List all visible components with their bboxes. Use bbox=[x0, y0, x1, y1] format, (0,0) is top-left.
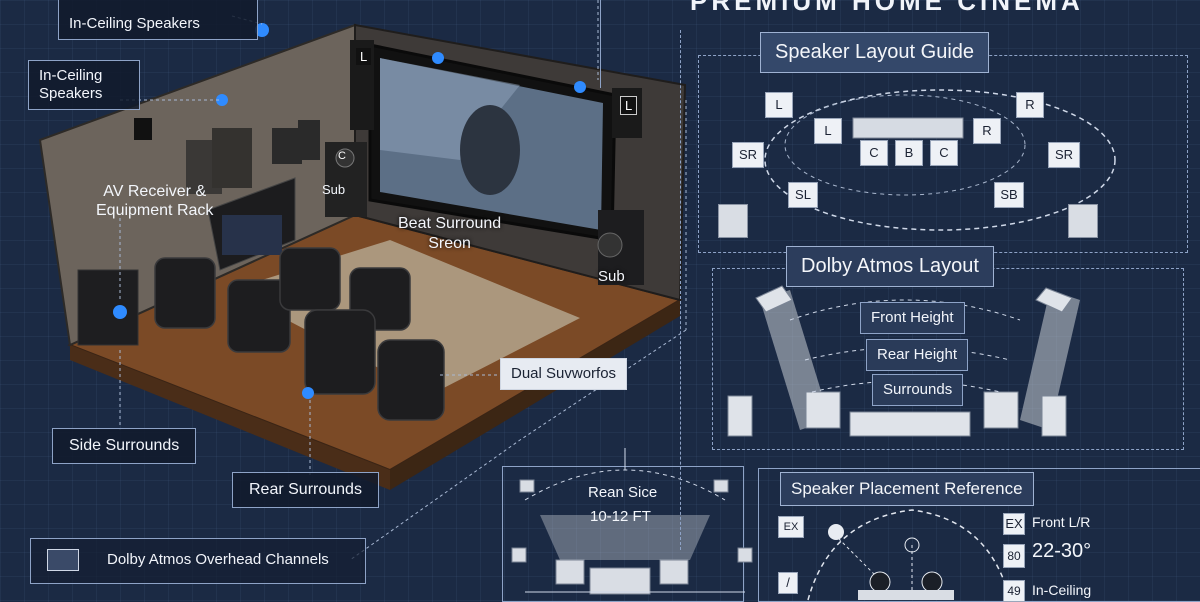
sub-right-label: Sub bbox=[598, 268, 625, 285]
rack-front-panel bbox=[222, 215, 282, 255]
chip-R-inner: R bbox=[973, 118, 1001, 144]
placement-key-side: / bbox=[778, 572, 798, 594]
page-title: PREMIUM HOME CINEMA bbox=[690, 0, 1084, 16]
wall-speaker-1 bbox=[272, 128, 302, 164]
top-frame-line bbox=[600, 0, 601, 88]
center-speaker-mark: C bbox=[338, 150, 346, 162]
floor-shading bbox=[70, 345, 390, 490]
chip-L-inner: L bbox=[814, 118, 842, 144]
wall-light-1 bbox=[134, 118, 152, 140]
placement-row-1-key: 80 bbox=[1003, 544, 1025, 568]
overhead-legend-text: Dolby Atmos Overhead Channels bbox=[107, 551, 329, 568]
leader-lines bbox=[119, 0, 687, 561]
right-frame-line bbox=[680, 30, 681, 550]
front-speaker-right-mark: L bbox=[620, 96, 638, 115]
surrounds-label: Surrounds bbox=[872, 374, 964, 406]
chip-L-outer: L bbox=[765, 92, 793, 118]
placement-key-0: EX bbox=[778, 516, 804, 538]
chip-SB: SB bbox=[994, 182, 1024, 208]
chip-C1: C bbox=[860, 140, 888, 166]
side-subwoofer bbox=[77, 269, 139, 346]
side-surrounds-label: Side Surrounds bbox=[52, 428, 197, 464]
chip-R-outer: R bbox=[1016, 92, 1044, 118]
speaker-layout-title: Speaker Layout Guide bbox=[760, 32, 990, 73]
chip-SR-right: SR bbox=[1048, 142, 1080, 168]
wall-panel-2 bbox=[212, 128, 252, 188]
theater-seating bbox=[154, 247, 445, 421]
overhead-legend-swatch bbox=[47, 549, 79, 571]
screen-highlight bbox=[380, 58, 520, 160]
beat-surround-label: Beat Surround Sreon bbox=[398, 215, 502, 252]
rear-size-distance: 10-12 FT bbox=[590, 508, 651, 525]
wall-speaker-2 bbox=[298, 120, 320, 160]
chip-SR-left: SR bbox=[732, 142, 764, 168]
dual-subwoofers-label: Dual Suvworfos bbox=[500, 358, 628, 390]
sub-left-label: Sub bbox=[322, 182, 346, 197]
dolby-layout-title: Dolby Atmos Layout bbox=[786, 246, 994, 287]
placement-row-0-text: Front L/R bbox=[1032, 514, 1091, 530]
placement-row-2-key: 49 bbox=[1003, 580, 1025, 602]
rear-height-label: Rear Height bbox=[866, 339, 969, 371]
placement-row-1-text: 22-30° bbox=[1032, 540, 1092, 562]
rear-size-title: Rean Sice bbox=[588, 484, 658, 501]
in-ceiling-speakers-top-label: In-Ceiling Speakers bbox=[58, 0, 258, 40]
front-speaker-left-mark: L bbox=[356, 48, 372, 65]
chip-SL: SL bbox=[788, 182, 818, 208]
chip-C2: C bbox=[930, 140, 958, 166]
rear-surrounds-label: Rear Surrounds bbox=[232, 472, 379, 508]
floor-front-edge bbox=[390, 300, 680, 490]
dolby-overhead-legend: Dolby Atmos Overhead Channels bbox=[30, 538, 366, 584]
chip-B: B bbox=[895, 140, 923, 166]
accent-lights bbox=[113, 23, 586, 399]
right-sub-driver bbox=[597, 232, 623, 258]
front-height-label: Front Height bbox=[860, 302, 965, 334]
in-ceiling-speakers-left-label: In-Ceiling Speakers bbox=[28, 60, 140, 110]
av-receiver-label: AV Receiver & Equipment Rack bbox=[96, 183, 214, 219]
placement-row-2-text: In-Ceiling bbox=[1032, 582, 1092, 598]
speaker-left-icon bbox=[718, 204, 748, 238]
speaker-right-icon bbox=[1068, 204, 1098, 238]
placement-row-0-icon: EX bbox=[1003, 513, 1025, 535]
left-sub-driver bbox=[335, 148, 355, 168]
placement-reference-title: Speaker Placement Reference bbox=[780, 472, 1034, 506]
screen-figure bbox=[460, 105, 520, 195]
